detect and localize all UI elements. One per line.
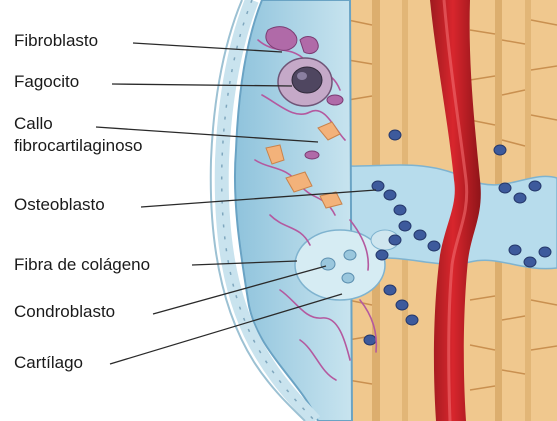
label-cartilago: Cartílago xyxy=(14,352,83,374)
phagocyte-cell xyxy=(278,58,332,106)
label-callo-fibrocartilaginoso: Callo fibrocartilaginoso xyxy=(14,113,184,157)
label-callo-line2: fibrocartilaginoso xyxy=(14,135,184,157)
label-fibra-de-colageno: Fibra de colágeno xyxy=(14,254,150,276)
label-fibroblasto: Fibroblasto xyxy=(14,30,98,52)
label-condroblasto: Condroblasto xyxy=(14,301,115,323)
label-fagocito: Fagocito xyxy=(14,71,79,93)
label-osteoblasto: Osteoblasto xyxy=(14,194,105,216)
label-callo-line1: Callo xyxy=(14,113,184,135)
